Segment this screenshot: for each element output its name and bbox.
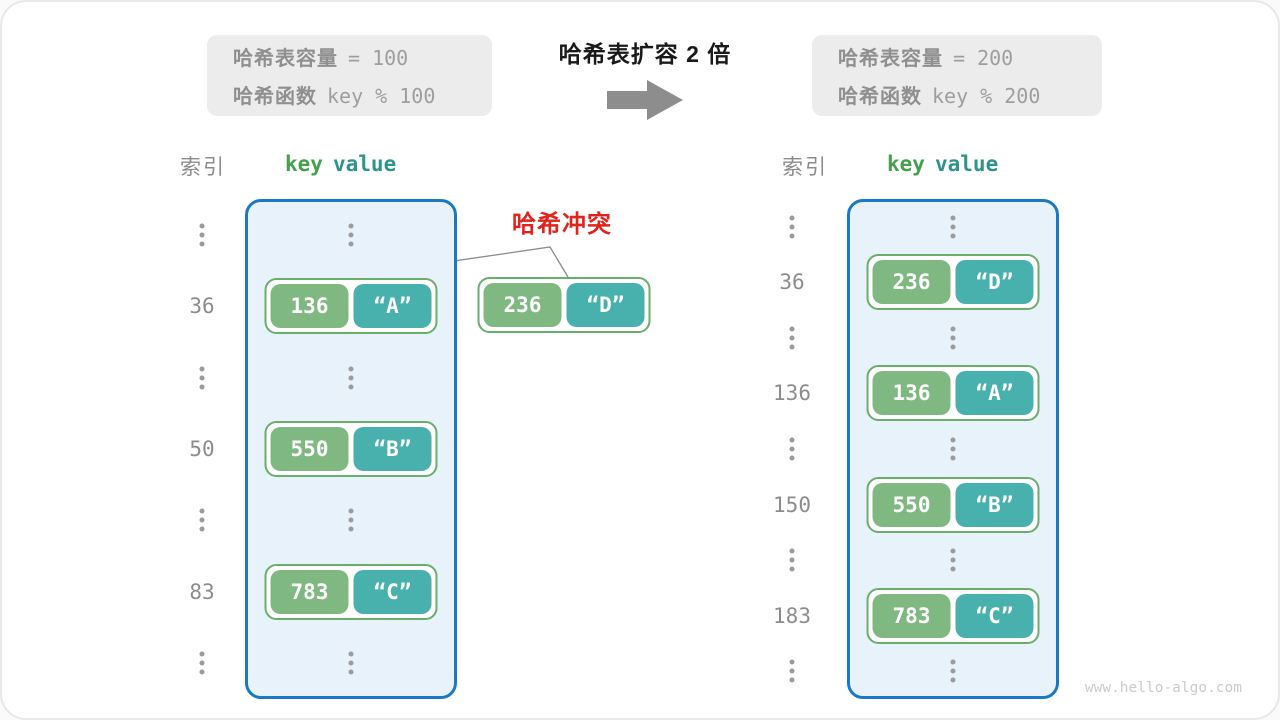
ellipsis-dots [789, 326, 795, 350]
value-cell: “D” [566, 283, 645, 327]
key-cell: 236 [872, 260, 951, 305]
kv-pair-holder: 550“B” [866, 476, 1040, 533]
index-label: 183 [773, 603, 811, 628]
capacity-box-after: 哈希表容量 = 200 哈希函数 key % 200 [812, 35, 1102, 116]
kv-pair-holder: 236“D” [866, 254, 1040, 311]
ellipsis-dots [199, 508, 205, 532]
hash-function-value: key % 200 [932, 84, 1041, 108]
kv-pair-holder: 136“A” [264, 278, 438, 335]
ellipsis-dots [789, 548, 795, 572]
kv-pair: 236“D” [866, 254, 1040, 311]
hash-function-label: 哈希函数 [233, 86, 317, 108]
kv-pair-holder: 136“A” [866, 365, 1040, 422]
ellipsis-dots [199, 366, 205, 390]
key-cell: 136 [270, 284, 349, 329]
value-cell: “D” [955, 260, 1034, 305]
kv-pair-holder: 783“C” [866, 587, 1040, 644]
capacity-label: 哈希表容量 [233, 48, 338, 70]
kv-pair-holder: 783“C” [264, 563, 438, 620]
kv-pair: 550“B” [264, 421, 438, 477]
ellipsis-dots [348, 651, 354, 675]
hash-function-line: 哈希函数 key % 100 [233, 80, 492, 109]
kv-pair: 783“C” [866, 587, 1040, 644]
kv-pair: 783“C” [264, 563, 438, 620]
ellipsis-dots [950, 548, 956, 572]
key-cell: 136 [872, 371, 951, 416]
ellipsis-dots [950, 326, 956, 350]
expand-title: 哈希表扩容 2 倍 [558, 41, 732, 67]
index-label: 136 [773, 381, 811, 406]
value-cell: “C” [353, 569, 432, 614]
right-arrow-icon [607, 80, 683, 120]
kv-pair: 236“D” [477, 277, 651, 333]
key-cell: 550 [872, 482, 951, 527]
header-index-right: 索引 [782, 156, 828, 179]
value-cell: “B” [353, 427, 432, 471]
ellipsis-dots [789, 215, 795, 239]
collision-pair: 236“D” [477, 277, 651, 333]
key-cell: 783 [872, 593, 951, 638]
index-label: 36 [189, 294, 215, 319]
kv-pair: 550“B” [866, 476, 1040, 533]
header-index-left: 索引 [180, 156, 226, 179]
hash-function-line: 哈希函数 key % 200 [838, 80, 1102, 109]
watermark: www.hello-algo.com [1084, 680, 1242, 696]
value-cell: “B” [955, 482, 1034, 527]
ellipsis-dots [789, 437, 795, 461]
collision-label: 哈希冲突 [512, 211, 612, 238]
hash-function-label: 哈希函数 [838, 86, 922, 108]
index-label: 150 [773, 492, 811, 517]
header-key-left: key [285, 152, 323, 176]
ellipsis-dots [348, 366, 354, 390]
ellipsis-dots [789, 659, 795, 683]
ellipsis-dots [199, 651, 205, 675]
value-cell: “A” [955, 371, 1034, 416]
ellipsis-dots [348, 223, 354, 247]
ellipsis-dots [950, 659, 956, 683]
ellipsis-dots [950, 437, 956, 461]
hash-function-value: key % 100 [327, 84, 436, 108]
capacity-line: 哈希表容量 = 100 [233, 42, 492, 71]
capacity-box-before: 哈希表容量 = 100 哈希函数 key % 100 [207, 35, 492, 116]
header-value-right: value [935, 152, 999, 176]
header-value-left: value [333, 152, 397, 176]
kv-pair-holder: 550“B” [264, 421, 438, 477]
capacity-label: 哈希表容量 [838, 48, 943, 70]
index-label: 50 [189, 437, 215, 461]
header-key-right: key [887, 152, 925, 176]
key-cell: 550 [270, 427, 349, 471]
capacity-line: 哈希表容量 = 200 [838, 42, 1102, 71]
index-label: 36 [779, 270, 805, 295]
key-cell: 783 [270, 569, 349, 614]
index-label: 83 [189, 579, 215, 604]
key-cell: 236 [483, 283, 562, 327]
value-cell: “A” [353, 284, 432, 329]
kv-pair: 136“A” [866, 365, 1040, 422]
ellipsis-dots [199, 223, 205, 247]
capacity-value: = 100 [348, 46, 409, 70]
ellipsis-dots [950, 215, 956, 239]
value-cell: “C” [955, 593, 1034, 638]
capacity-value: = 200 [953, 46, 1014, 70]
kv-pair: 136“A” [264, 278, 438, 335]
ellipsis-dots [348, 508, 354, 532]
